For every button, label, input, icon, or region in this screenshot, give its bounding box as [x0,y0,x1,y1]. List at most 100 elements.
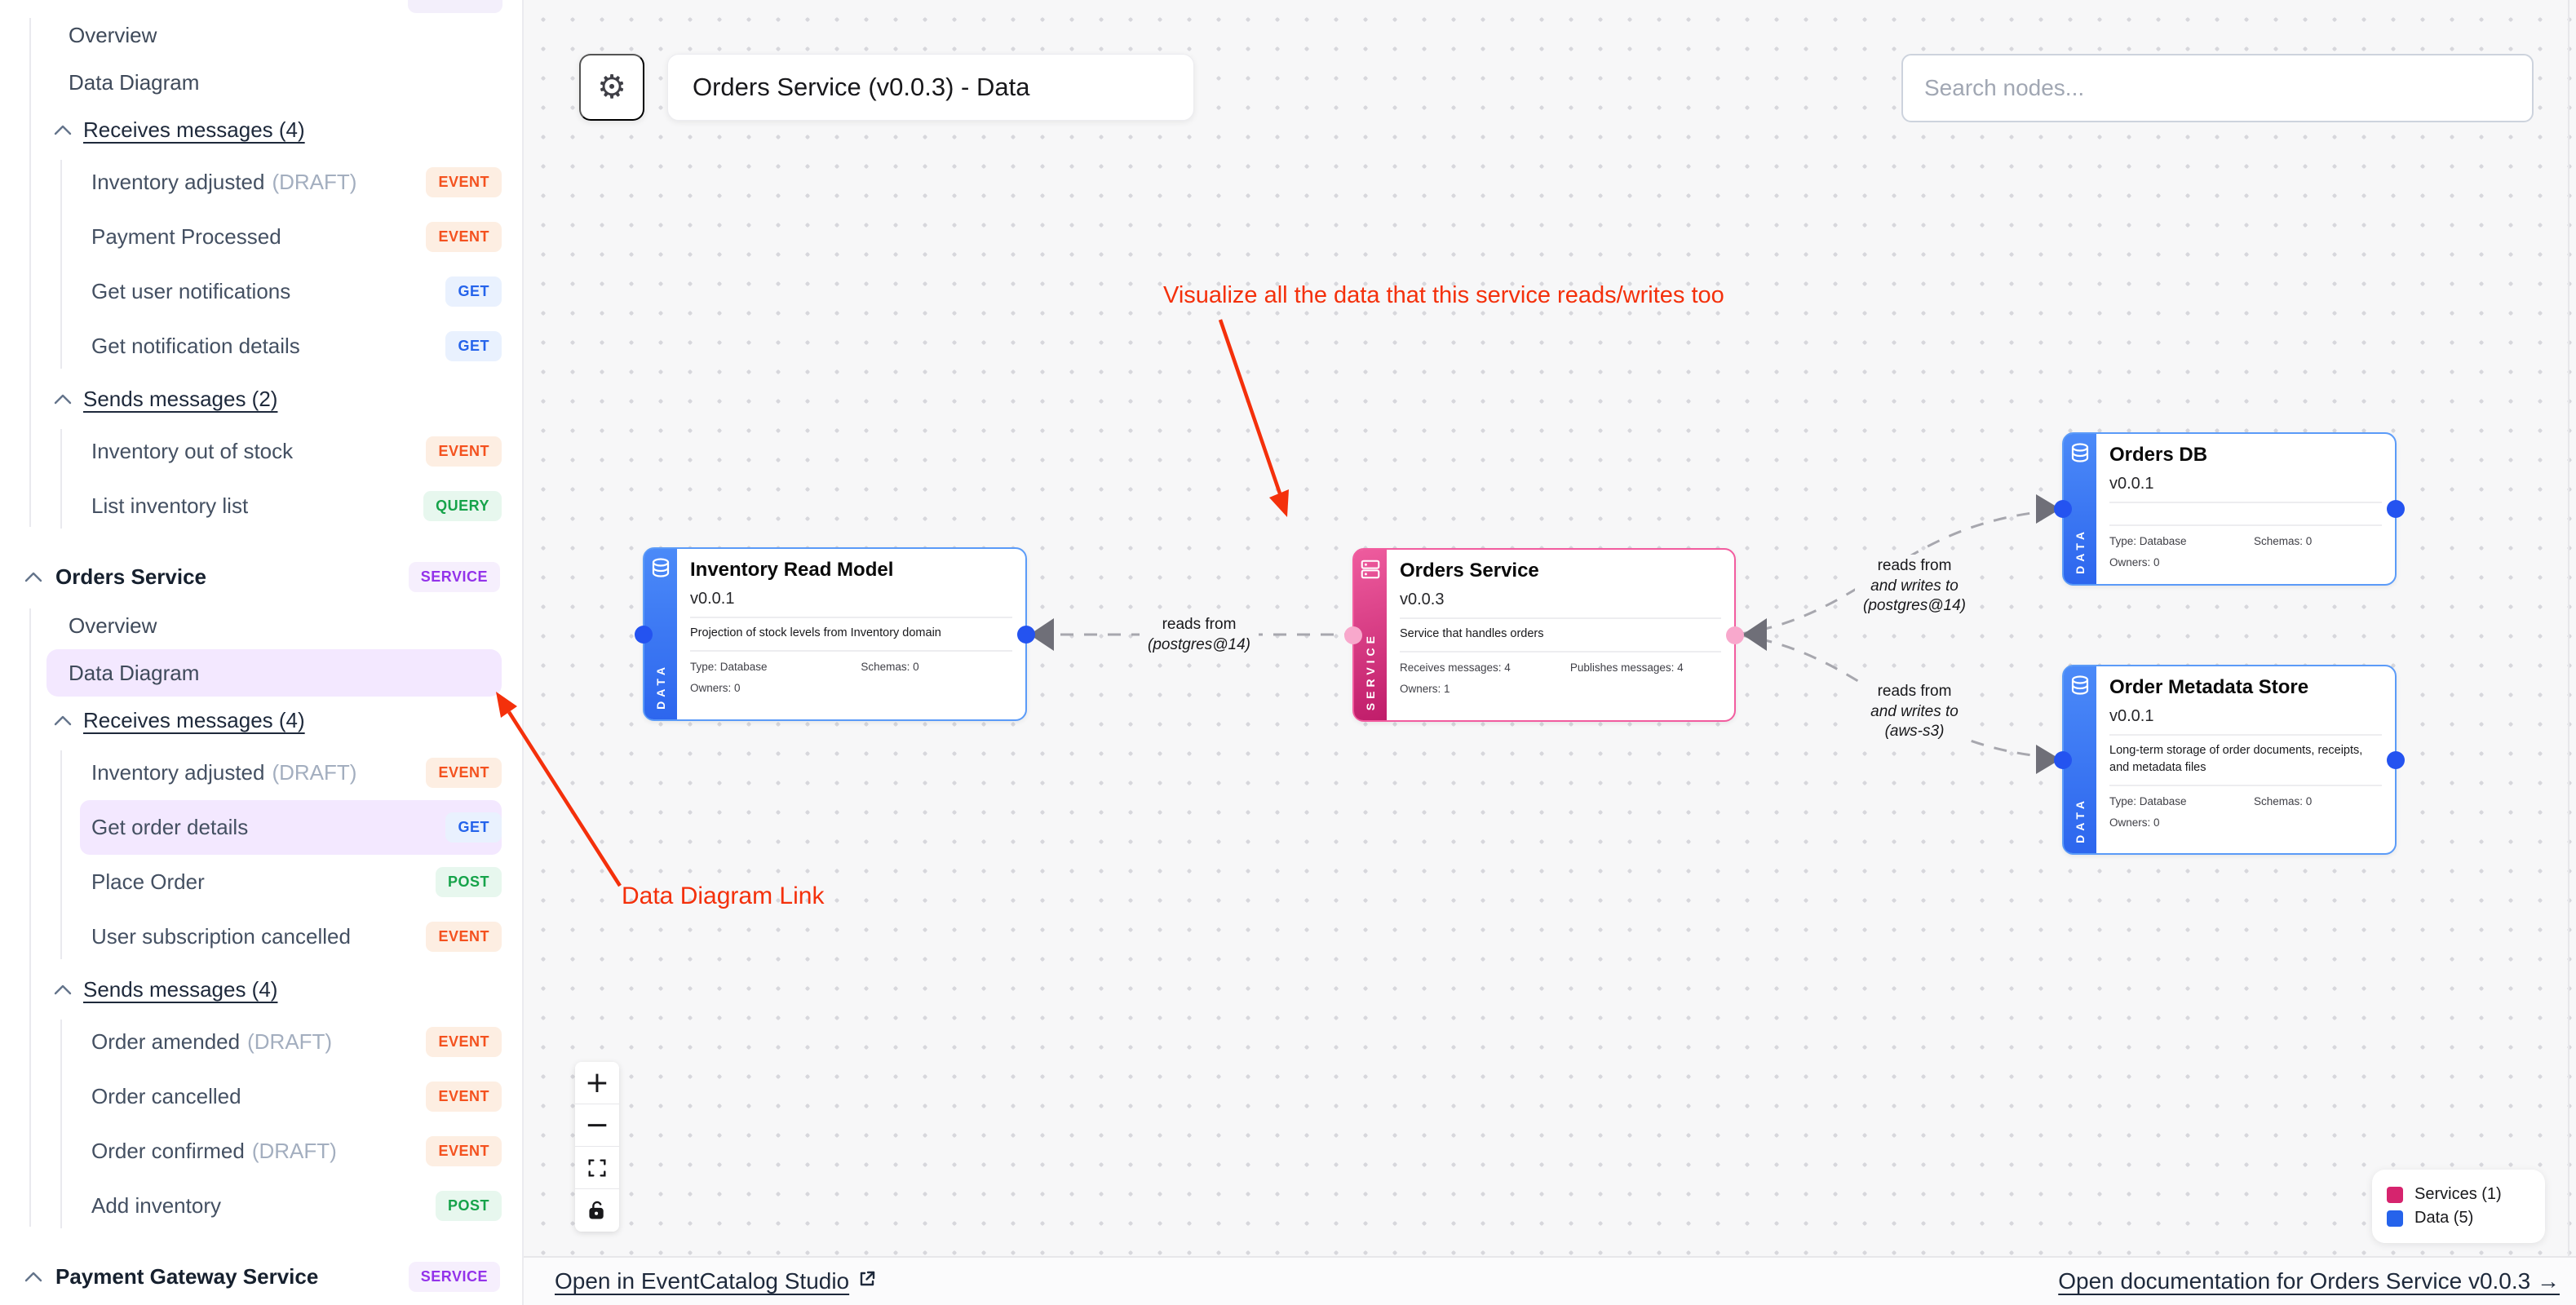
group-label[interactable]: Sends messages (4) [83,976,278,1002]
node-order-metadata-store[interactable]: DATA Order Metadata Store v0.0.1 Long-te… [2054,665,2405,855]
sidebar-item-message[interactable]: Payment Processed EVENT [60,210,502,264]
open-studio-link[interactable]: Open in EventCatalog Studio [555,1268,877,1294]
edge-label-reads-writes-s3: reads from and writes to (aws-s3) [1862,680,1967,745]
zoom-out-button[interactable]: − [575,1104,619,1147]
node-ribbon: DATA [644,549,677,719]
service-name: Orders Service [55,564,207,589]
connection-handle [2387,500,2405,518]
legend-row-services: Services (1) [2387,1185,2530,1204]
draft-suffix: (DRAFT) [272,760,357,785]
data-swatch [2387,1210,2403,1227]
connection-handle [2054,500,2072,518]
message-list: Order amended(DRAFT) EVENT Order cancell… [60,1013,502,1235]
chevron-up-icon[interactable] [52,982,73,997]
group-label[interactable]: Receives messages (4) [83,707,305,732]
open-documentation-link[interactable]: Open documentation for Orders Service v0… [2058,1268,2560,1294]
sidebar-item-message[interactable]: List inventory list QUERY [60,479,502,533]
node-meta-owners: Owners: 0 [2109,555,2160,568]
node-description: Projection of stock levels from Inventor… [690,626,941,639]
lock-button[interactable] [575,1189,619,1232]
node-meta-schemas: Schemas: 0 [2254,794,2313,807]
diagram-legend: Services (1) Data (5) [2372,1170,2545,1243]
message-list: Inventory adjusted(DRAFT) EVENT Payment … [60,153,502,375]
sidebar-item-message[interactable]: Inventory out of stock EVENT [60,424,502,479]
badge-get: GET [445,812,502,843]
badge-post: POST [435,1191,502,1221]
sidebar-item-message[interactable]: Get notification details GET [60,319,502,374]
sidebar-group-sends[interactable]: Sends messages (2) [31,375,522,422]
legend-row-data: Data (5) [2387,1209,2530,1228]
sidebar-item-message[interactable]: Order cancelled EVENT [60,1069,502,1124]
sidebar-service-orders[interactable]: Orders Service SERVICE [0,551,522,602]
sidebar-item-message[interactable]: Inventory adjusted(DRAFT) EVENT [60,745,502,800]
window-edge [2568,0,2569,1256]
chevron-up-icon[interactable] [52,392,73,406]
node-title: Order Metadata Store [2109,676,2309,698]
sidebar-section-orders: Overview Data Diagram Receives messages … [29,602,522,1235]
sidebar-item-data-diagram[interactable]: Data Diagram [69,69,200,95]
message-list: Inventory adjusted(DRAFT) EVENT Get orde… [60,744,502,966]
group-label[interactable]: Receives messages (4) [83,117,305,142]
arrowhead-icon [1742,618,1767,651]
node-meta-type: Type: Database [690,660,768,673]
node-body: Orders Service v0.0.3 Service that handl… [1387,550,1734,720]
chevron-up-icon[interactable] [52,122,73,137]
sidebar-item-message[interactable]: Inventory adjusted(DRAFT) EVENT [60,155,502,210]
node-version: v0.0.1 [690,589,735,608]
node-meta-publishes: Publishes messages: 4 [1569,661,1684,674]
node-meta-owners: Owners: 0 [2109,816,2160,829]
sidebar-item-message[interactable]: Order confirmed(DRAFT) EVENT [60,1124,502,1179]
chevron-up-icon[interactable] [52,713,73,728]
item-label: Inventory out of stock [91,439,294,463]
sidebar-item-message-selected[interactable]: Get order details GET [80,800,502,855]
node-orders-service[interactable]: SERVICE Orders Service v0.0.3 Service th… [1344,548,1744,722]
sidebar-item-data-diagram[interactable]: Data Diagram [46,649,502,697]
search-input[interactable] [1901,54,2534,122]
node-kind-label: DATA [654,663,667,710]
sidebar-item-overview[interactable]: Overview [69,22,157,47]
chevron-up-icon[interactable] [23,569,44,584]
item-label: Order cancelled [91,1084,241,1108]
sidebar-item-message[interactable]: Get user notifications GET [60,264,502,319]
sidebar-service-payment-gateway[interactable]: Payment Gateway Service SERVICE [0,1251,522,1302]
diagram-canvas[interactable]: reads from (postgres@14) reads from and … [524,0,2576,1256]
sidebar-item-message[interactable]: Add inventory POST [60,1179,502,1233]
sidebar-group-receives[interactable]: Receives messages (4) [31,106,522,153]
sidebar-item-message[interactable]: User subscription cancelled EVENT [60,909,502,964]
item-label: Inventory adjusted(DRAFT) [91,760,357,785]
database-icon [2071,675,2089,695]
badge-event: EVENT [426,167,502,197]
fit-view-button[interactable] [575,1147,619,1189]
item-label: Add inventory [91,1193,221,1218]
node-meta-type: Type: Database [2109,534,2187,547]
badge-service: SERVICE [408,1261,500,1292]
item-label: Get order details [91,815,249,839]
sidebar-item-message[interactable]: Place Order POST [60,855,502,909]
node-title: Inventory Read Model [690,559,894,581]
sidebar-group-receives[interactable]: Receives messages (4) [31,697,522,744]
lock-open-icon [589,1201,604,1219]
node-title: Orders DB [2109,444,2208,466]
item-label: User subscription cancelled [91,924,351,949]
sidebar-item-overview[interactable]: Overview [69,613,157,638]
connection-handle [1726,626,1744,644]
group-label[interactable]: Sends messages (2) [83,386,278,411]
node-inventory-read-model[interactable]: DATA Inventory Read Model v0.0.1 Project… [635,547,1035,721]
sidebar-group-sends[interactable]: Sends messages (4) [31,966,522,1013]
connection-handle [2054,750,2072,769]
connection-handle [2387,750,2405,769]
zoom-in-button[interactable]: + [575,1062,619,1104]
services-swatch [2387,1186,2403,1203]
node-version: v0.0.3 [1400,590,1445,608]
node-body: Inventory Read Model v0.0.1 Projection o… [677,549,1025,719]
node-description [2109,510,2382,516]
node-title: Orders Service [1400,560,1539,582]
draft-suffix: (DRAFT) [251,1139,337,1163]
sidebar-item-message[interactable]: Order amended(DRAFT) EVENT [60,1015,502,1069]
chevron-up-icon[interactable] [23,1269,44,1284]
database-icon [2071,443,2089,462]
badge-service: SERVICE [408,561,500,592]
settings-button[interactable]: ⚙ [579,54,644,121]
